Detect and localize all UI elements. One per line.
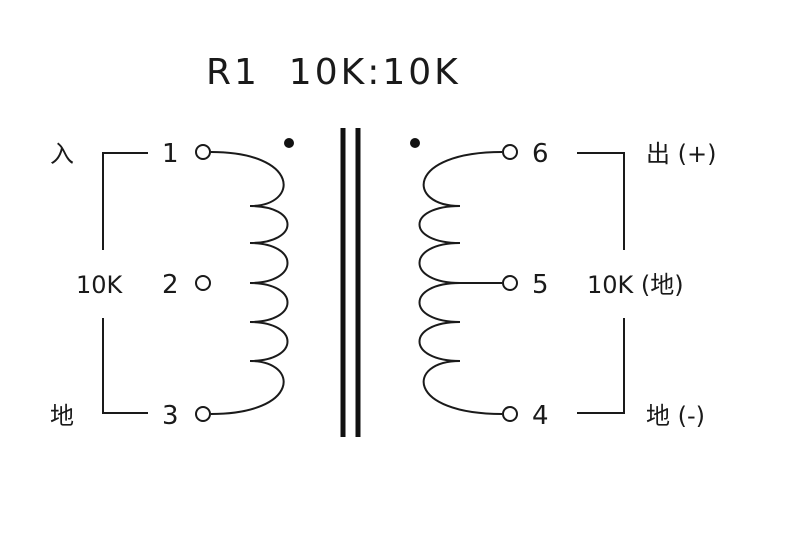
primary-bracket-top (102, 152, 148, 250)
primary-ground-label: 地 (50, 402, 74, 430)
secondary-bracket-bottom (577, 318, 625, 414)
primary-bracket-bottom (102, 318, 148, 414)
pin-label-3: 3 (162, 401, 179, 431)
terminal-4 (502, 406, 518, 422)
pin-label-2: 2 (162, 270, 179, 300)
secondary-bracket-top (577, 152, 625, 250)
secondary-ground-label: 地 (-) (646, 402, 705, 430)
terminal-5 (502, 275, 518, 291)
terminal-3 (195, 406, 211, 422)
primary-impedance-label: 10K (76, 271, 124, 299)
terminal-6 (502, 144, 518, 160)
pin-label-5: 5 (532, 270, 549, 300)
diagram-title: R1 10K:10K (206, 52, 461, 93)
pin-label-1: 1 (162, 139, 179, 169)
pin-label-6: 6 (532, 139, 549, 169)
primary-polarity-dot (284, 138, 294, 148)
terminal-1 (195, 144, 211, 160)
primary-coil (210, 151, 289, 415)
secondary-output-label: 出 (+) (646, 140, 716, 168)
secondary-impedance-label: 10K (地) (587, 271, 684, 299)
terminal-2 (195, 275, 211, 291)
primary-input-label: 入 (50, 140, 74, 168)
secondary-polarity-dot (410, 138, 420, 148)
pin-label-4: 4 (532, 401, 549, 431)
